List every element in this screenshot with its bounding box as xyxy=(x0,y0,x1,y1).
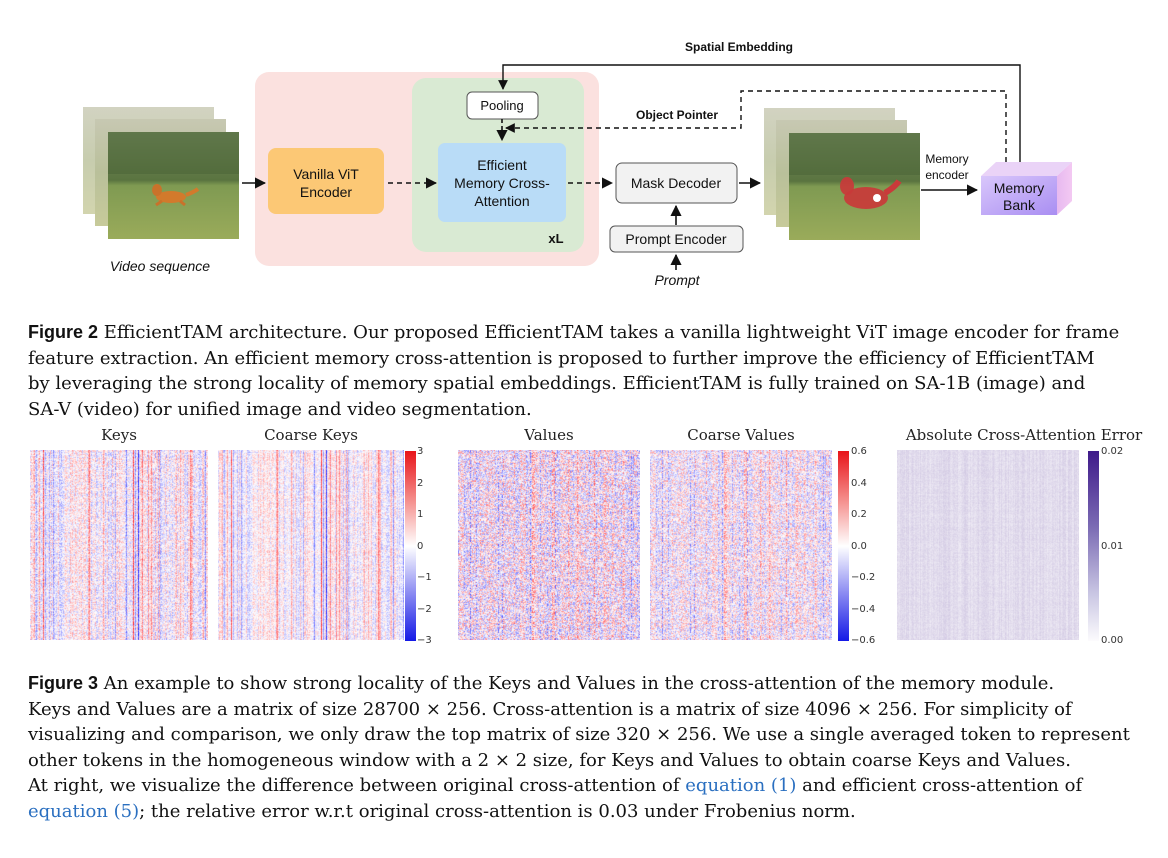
ema-label-line3: Attention xyxy=(474,193,529,209)
architecture-diagram: Video sequence Vanilla ViT Encoder Pooli… xyxy=(83,40,1072,288)
figure2-caption-line2: feature extraction. An efficient memory … xyxy=(28,347,1095,369)
cb2-tick: 0.6 xyxy=(851,446,867,457)
panel-title-coarse-values: Coarse Values xyxy=(687,426,795,444)
figure3-caption: Figure 3 An example to show strong local… xyxy=(28,671,1140,825)
values-heatmap xyxy=(458,450,640,640)
cb1-tick: 0 xyxy=(417,541,424,552)
cb3-tick: 0.00 xyxy=(1101,635,1124,646)
repeat-label: xL xyxy=(548,231,563,246)
cb1-tick: 1 xyxy=(417,509,424,520)
panel-title-coarse-keys: Coarse Keys xyxy=(264,426,358,444)
memory-bank-label-line1: Memory xyxy=(994,180,1045,196)
object-pointer-label: Object Pointer xyxy=(636,108,718,122)
cb1-tick: 2 xyxy=(417,478,424,489)
figure2-caption-line4: SA-V (video) for unified image and video… xyxy=(28,398,532,420)
figure3-caption-line5: At right, we visualize the difference be… xyxy=(28,775,680,797)
cb2-tick: −0.2 xyxy=(851,572,876,583)
memory-bank-label-line2: Bank xyxy=(1003,197,1036,213)
panel-title-values: Values xyxy=(524,426,574,444)
spatial-embedding-arrow xyxy=(498,64,1021,162)
ema-label-line2: Memory Cross- xyxy=(454,175,550,191)
cb3-tick: 0.02 xyxy=(1101,446,1124,457)
equation-1-link[interactable]: equation (1) xyxy=(685,775,797,797)
coarse-values-heatmap xyxy=(650,450,832,640)
keys-colorbar xyxy=(405,451,416,641)
video-sequence-frames xyxy=(83,107,239,239)
figure2-caption: Figure 2 EfficientTAM architecture. Our … xyxy=(28,320,1140,422)
memory-cross-attention-box xyxy=(438,143,566,222)
cb2-tick: 0.0 xyxy=(851,541,867,552)
video-label: Video sequence xyxy=(110,258,210,274)
figure3-caption-line4: other tokens in the homogeneous window w… xyxy=(28,749,1071,771)
keys-heatmap xyxy=(30,450,208,640)
segmented-dog-mask xyxy=(840,177,902,209)
cb1-tick: −3 xyxy=(417,635,432,646)
coarse-keys-heatmap xyxy=(218,450,404,640)
figure3-caption-label: Figure 3 xyxy=(28,673,99,693)
panel-title-keys: Keys xyxy=(101,426,137,444)
figure3-caption-line3: visualizing and comparison, we only draw… xyxy=(28,724,1130,746)
spatial-embedding-label: Spatial Embedding xyxy=(685,40,793,54)
cb1-tick: −2 xyxy=(417,604,432,615)
vit-encoder-box xyxy=(268,148,384,214)
output-frames xyxy=(764,108,920,240)
memory-bank-box xyxy=(981,162,1072,215)
memory-encoder-label-line1: Memory xyxy=(925,152,968,166)
equation-5-link[interactable]: equation (5) xyxy=(28,800,140,822)
cb1-tick: −1 xyxy=(417,572,432,583)
cb2-tick: 0.4 xyxy=(851,478,867,489)
object-pointer-arrow xyxy=(505,90,1007,162)
abs-error-heatmap xyxy=(897,450,1079,640)
prompt-encoder-label: Prompt Encoder xyxy=(625,231,726,247)
figure2-caption-line3: by leveraging the strong locality of mem… xyxy=(28,373,1086,395)
figure3-caption-line5-end: and efficient cross-attention of xyxy=(802,775,1083,797)
error-colorbar xyxy=(1088,451,1099,641)
cb1-tick: 3 xyxy=(417,446,424,457)
mask-decoder-box xyxy=(615,162,738,204)
vit-label-line2: Encoder xyxy=(300,184,352,200)
cb3-tick: 0.01 xyxy=(1101,541,1124,552)
pooling-label: Pooling xyxy=(480,98,523,113)
cb2-tick: −0.4 xyxy=(851,604,876,615)
prompt-encoder-box xyxy=(609,225,744,253)
ema-label-line1: Efficient xyxy=(477,157,527,173)
cb2-tick: −0.6 xyxy=(851,635,876,646)
dog-figure xyxy=(152,184,200,207)
prompt-label: Prompt xyxy=(654,272,700,288)
memory-encoder-label-line2: encoder xyxy=(925,168,968,182)
figure2-caption-line1: EfficientTAM architecture. Our proposed … xyxy=(103,322,1120,343)
mask-decoder-label: Mask Decoder xyxy=(631,175,722,191)
values-colorbar xyxy=(838,451,849,641)
figure3-caption-line6-end: ; the relative error w.r.t original cros… xyxy=(139,800,856,822)
figure3-caption-line1: An example to show strong locality of th… xyxy=(103,673,1055,694)
cb2-tick: 0.2 xyxy=(851,509,867,520)
vit-label-line1: Vanilla ViT xyxy=(293,166,359,182)
panel-title-abs-error: Absolute Cross-Attention Error xyxy=(905,426,1143,444)
figure2-caption-label: Figure 2 xyxy=(28,322,99,342)
figure3-caption-line2: Keys and Values are a matrix of size 287… xyxy=(28,698,1072,720)
